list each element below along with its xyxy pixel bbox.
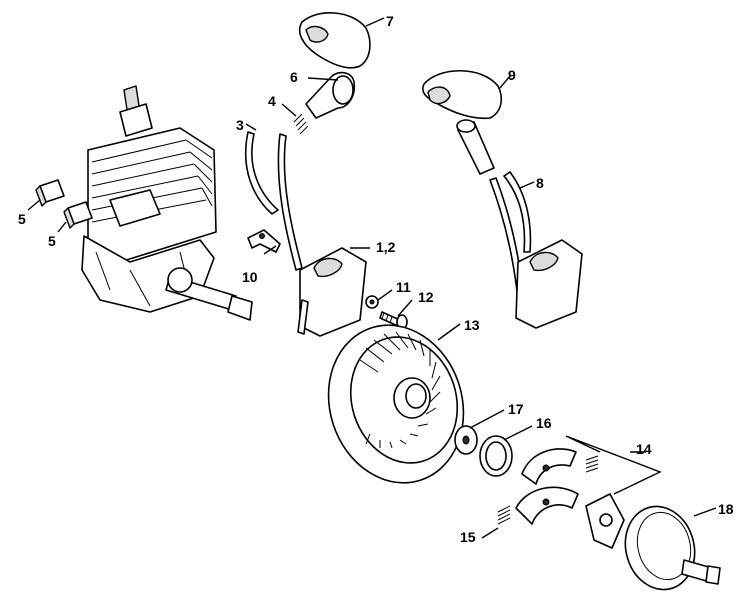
part-15-clutch-spring	[497, 505, 511, 525]
label-part-9: 9	[508, 67, 516, 83]
part-7-boot-cover	[298, 12, 371, 69]
label-part-15: 15	[460, 529, 476, 545]
part-14-clutch-spring-upper	[585, 455, 599, 473]
part-18-clutch-drum	[624, 505, 721, 591]
part-4-contact-spring	[293, 113, 309, 135]
part-11-washer	[365, 295, 379, 309]
label-part-3: 3	[236, 117, 244, 133]
part-10-clip	[247, 229, 281, 253]
label-part-5-upper: 5	[18, 211, 26, 227]
part-6-terminal-boot	[305, 71, 356, 119]
label-part-14: 14	[636, 441, 652, 457]
part-14-clutch-shoe-upper	[521, 448, 577, 485]
label-part-7: 7	[386, 13, 394, 29]
part-5-block-lower	[63, 201, 93, 229]
part-16-ring	[479, 435, 513, 477]
part-5-block-upper	[35, 179, 65, 207]
part-17-washer	[454, 425, 478, 455]
ignition-module-right	[515, 239, 583, 329]
part-13-flywheel	[327, 324, 465, 484]
part-1-2-ignition-module	[297, 247, 367, 337]
label-part-11: 11	[396, 279, 411, 295]
ignition-lead	[277, 133, 303, 271]
part-14-clutch-carrier	[585, 493, 625, 549]
label-part-1-2: 1,2	[376, 239, 396, 255]
label-part-13: 13	[464, 317, 480, 333]
label-part-5-lower: 5	[48, 233, 56, 249]
label-part-17: 17	[508, 401, 524, 417]
leader-lines	[27, 17, 717, 539]
part-12-screw	[379, 311, 408, 330]
terminal-boot-right	[456, 119, 495, 175]
label-part-4: 4	[268, 93, 276, 109]
part-14-clutch-shoe-lower	[515, 486, 579, 525]
label-part-8: 8	[536, 175, 544, 191]
label-part-18: 18	[718, 501, 734, 517]
label-part-16: 16	[536, 415, 552, 431]
part-3-lead	[244, 131, 279, 215]
label-part-10: 10	[242, 269, 258, 285]
label-part-6: 6	[290, 69, 298, 85]
engine-cylinder	[81, 85, 253, 321]
label-part-12: 12	[418, 289, 434, 305]
part-9-boot-cover	[422, 69, 503, 120]
